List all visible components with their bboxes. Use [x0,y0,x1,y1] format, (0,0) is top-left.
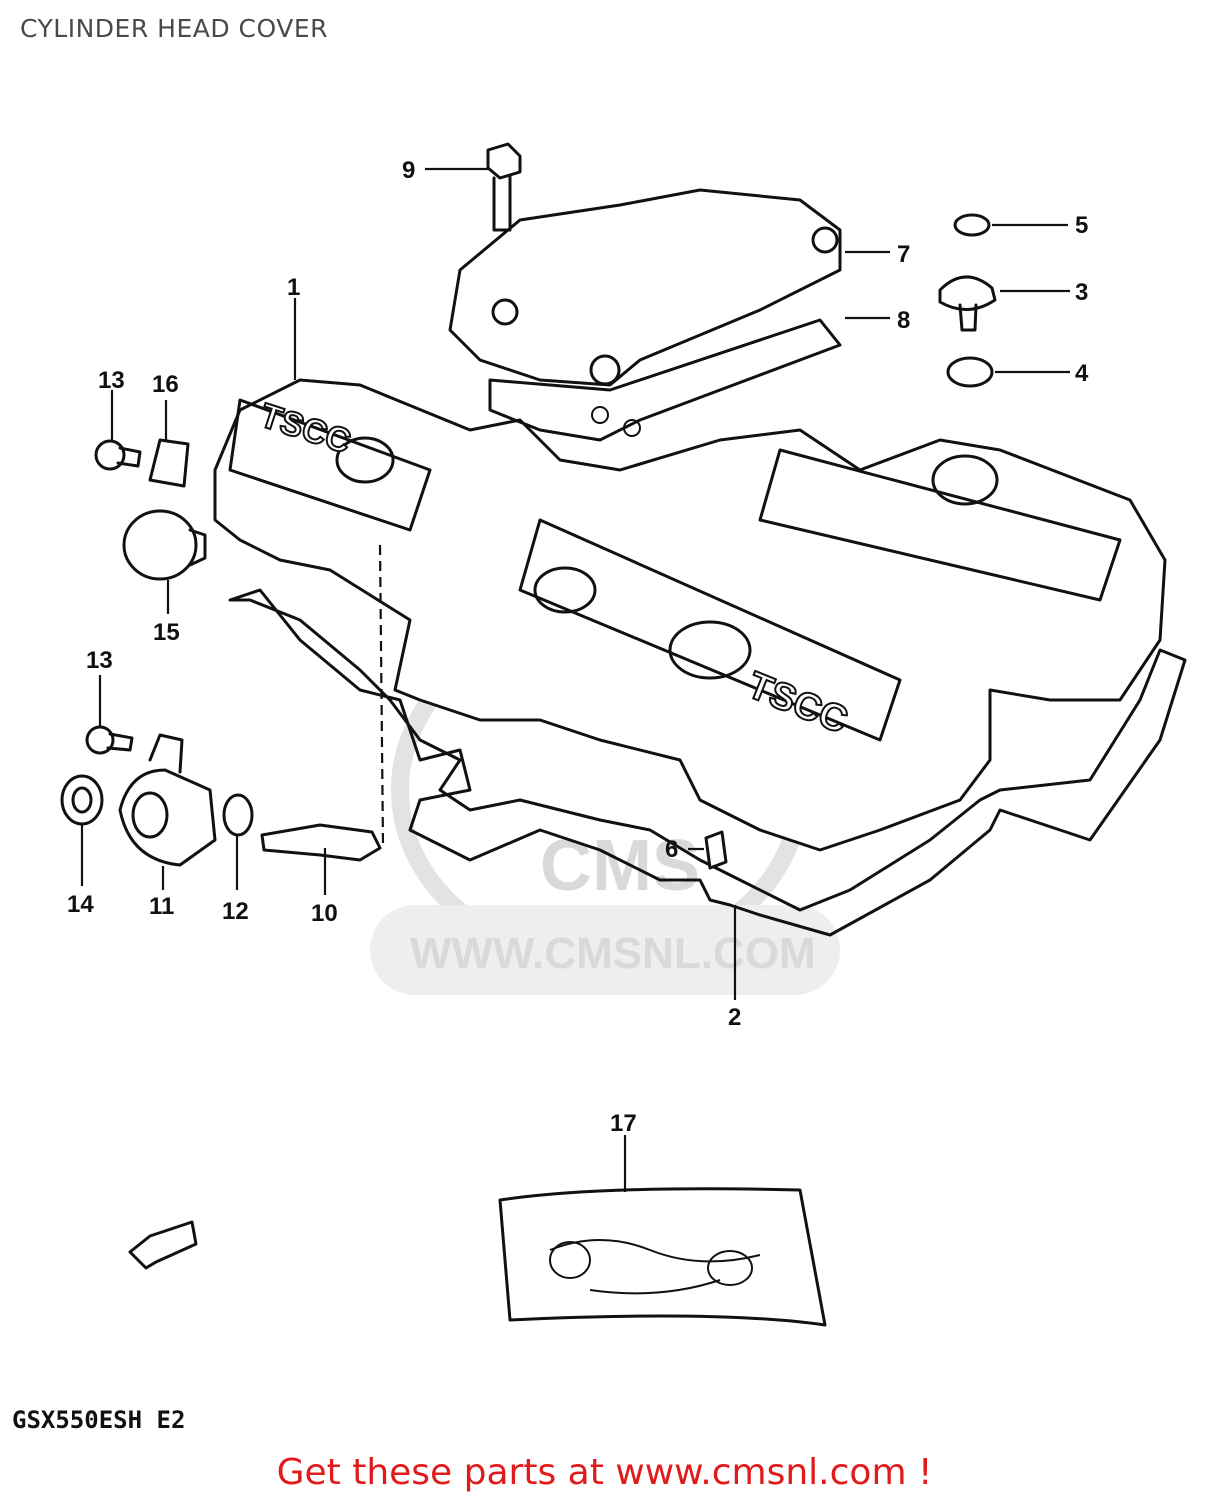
front-arrow-icon [128,1220,198,1270]
oil-filler-hole-front [668,620,752,680]
plate-16 [148,438,190,488]
label-part-2: 2 [728,1004,741,1031]
cap-15 [122,509,198,581]
label-part-11: 11 [149,893,174,920]
oil-filler-hole-left [335,436,395,484]
seal-12 [222,793,254,837]
footer-link[interactable]: Get these parts at www.cmsnl.com ! [276,1452,933,1493]
label-part-12: 12 [222,898,249,925]
cover-rib-right [758,448,1122,602]
label-part-16: 16 [152,371,179,398]
label-part-13-lower: 13 [86,647,113,674]
watermark: WWW.CMSNL.COM CMS [370,611,840,995]
oil-seal-14 [60,774,104,826]
label-part-9: 9 [402,157,415,184]
label-part-17: 17 [610,1110,637,1137]
head-cover-gasket [228,588,1187,937]
bolt-13-lower [85,725,115,755]
bolt-13-upper [94,439,126,471]
bolt-9 [486,142,522,180]
breather-cover-7 [448,188,842,387]
watermark-text: WWW.CMSNL.COM [410,929,816,978]
label-part-3: 3 [1075,279,1088,306]
label-part-5: 5 [1075,212,1088,239]
label-part-4: 4 [1075,360,1089,387]
breather-cover-gasket-8 [488,318,842,442]
model-code: GSX550ESH E2 [12,1406,186,1434]
label-part-14: 14 [67,891,94,918]
shaft-10 [260,823,382,862]
oil-filler-hole-center [533,566,597,614]
label-part-13-upper: 13 [98,367,125,394]
cover-rib-left [228,398,432,532]
gasket-kit-17 [498,1187,827,1327]
leader-lines [80,167,1070,1192]
cylinder-head-cover-1 [213,378,1167,852]
page-title: CYLINDER HEAD COVER [20,14,329,43]
cover-rib-front [518,518,902,742]
o-ring-4 [946,356,994,388]
oil-filler-hole-right [931,454,999,506]
label-part-10: 10 [311,900,338,927]
plug-6 [704,830,728,870]
plug-5 [953,213,991,237]
label-part-1: 1 [287,274,300,301]
label-part-15: 15 [153,619,180,646]
label-part-7: 7 [897,241,910,268]
cap-3 [938,275,997,311]
label-part-6: 6 [665,836,678,863]
label-part-8: 8 [897,307,910,334]
